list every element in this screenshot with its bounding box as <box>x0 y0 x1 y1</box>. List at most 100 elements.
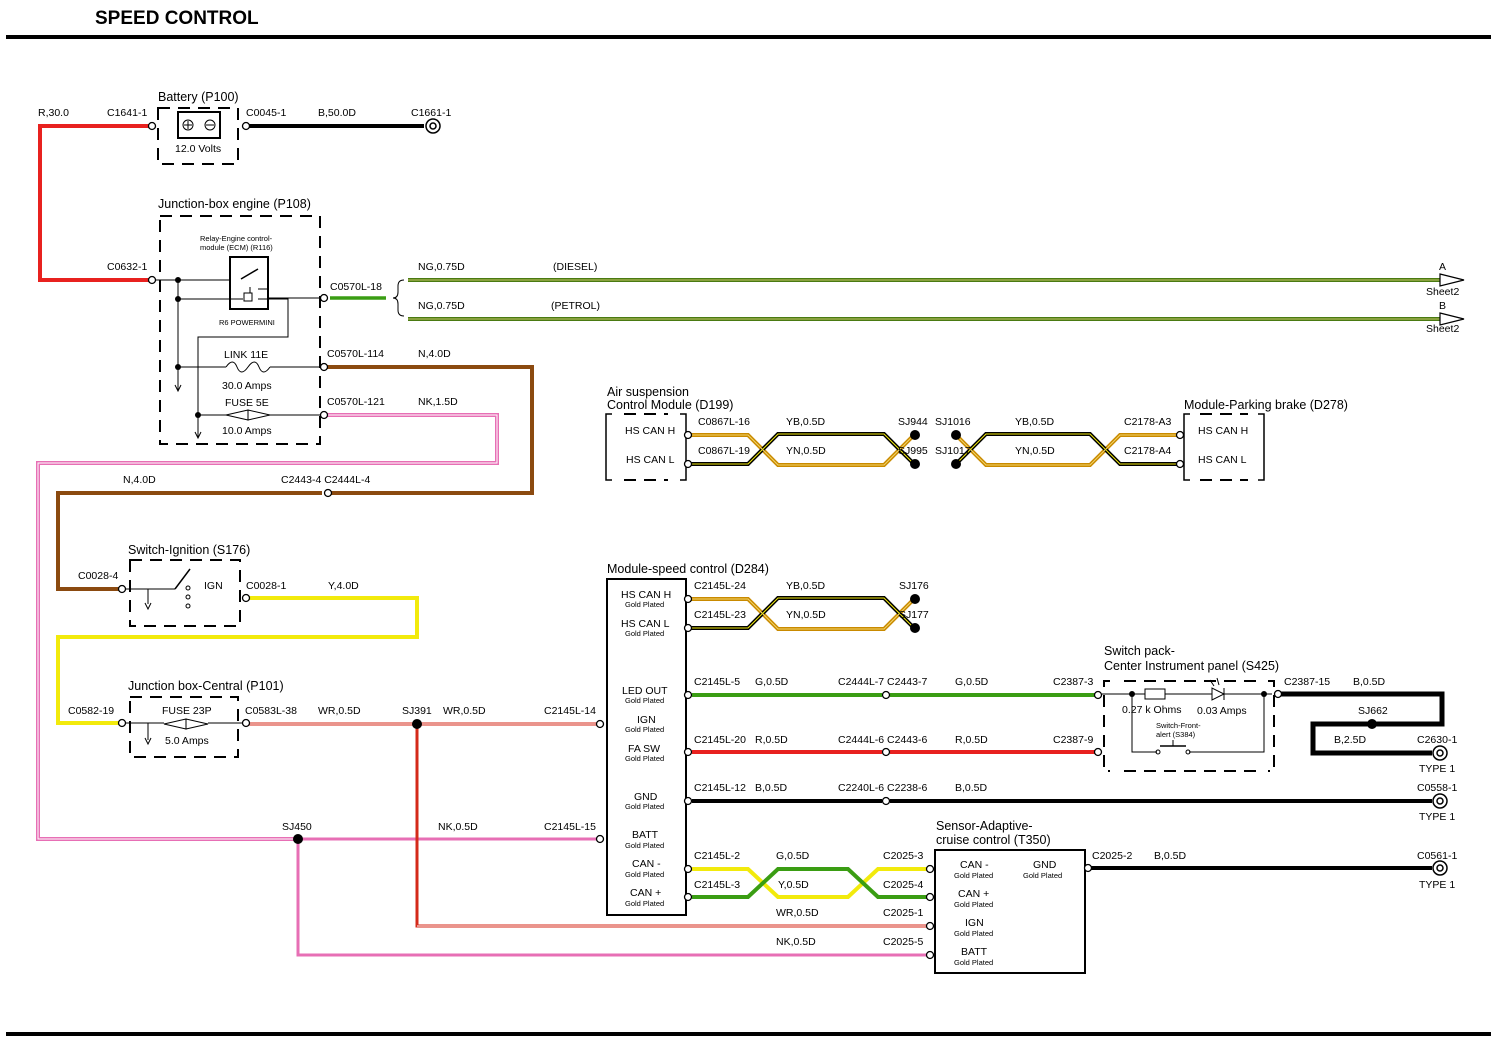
label-c0558: C0558-1 <box>1417 782 1457 794</box>
label-b50: B,50.0D <box>318 107 356 119</box>
sc-pin-fasw: FA SW <box>628 743 660 755</box>
wire-yn-a-core <box>690 433 915 465</box>
label-g05c: G,0.5D <box>776 850 810 862</box>
brace <box>392 279 405 317</box>
label-g05a: G,0.5D <box>755 676 789 688</box>
label-c2443-4: C2443-4 C2444L-4 <box>281 474 370 486</box>
label-c2387-9: C2387-9 <box>1053 734 1093 746</box>
label-c0582: C0582-19 <box>68 705 114 717</box>
sc-pin-batt: BATT <box>632 829 659 841</box>
footer-rule <box>6 1032 1491 1036</box>
wire-labels: R,30.0 C1641-1 C0045-1 B,50.0D C1661-1 C… <box>38 107 1459 948</box>
resistor-icon <box>1144 688 1166 700</box>
wire-yb-c-core <box>690 598 915 630</box>
wire-y40 <box>56 596 419 725</box>
jbc-fuse: FUSE 23P <box>162 705 212 717</box>
junction-box-engine: Junction-box engine (P108) Relay-Engine … <box>154 197 325 445</box>
air-suspension-title2: Control Module (D199) <box>607 398 733 412</box>
label-c2025-2: C2025-2 <box>1092 850 1132 862</box>
sheet-arrows <box>1439 273 1465 326</box>
label-sj944: SJ944 <box>898 416 928 428</box>
switch-pack-resistor: 0.27 k Ohms <box>1122 704 1182 716</box>
sc-pin-canminus: CAN - <box>632 858 661 870</box>
jbc-fuse-rating: 5.0 Amps <box>165 735 209 747</box>
sc-gold: Gold Plated <box>625 899 664 908</box>
sc-gold: Gold Plated <box>625 841 664 850</box>
parking-brake-pin-hscanl: HS CAN L <box>1198 454 1247 466</box>
label-b05b: B,0.5D <box>755 782 788 794</box>
wires <box>36 124 1450 957</box>
label-c2387-3: C2387-3 <box>1053 676 1093 688</box>
air-suspension-title1: Air suspension <box>607 385 689 399</box>
wire-b05a <box>1276 691 1445 756</box>
wire-nk05-b <box>296 839 928 957</box>
label-c2025-4: C2025-4 <box>883 879 923 891</box>
label-b05a: B,0.5D <box>1353 676 1386 688</box>
label-sj1017: SJ1017 <box>935 445 971 457</box>
wire-nk15 <box>36 413 499 841</box>
speed-control-module: Module-speed control (D284) HS CAN H Gol… <box>606 562 769 916</box>
switch-pack-title2: Center Instrument panel (S425) <box>1104 659 1279 673</box>
label-c0570-114: C0570L-114 <box>327 348 384 360</box>
label-sj450: SJ450 <box>282 821 312 833</box>
label-c2145-20: C2145L-20 <box>694 734 746 746</box>
ignition-ign: IGN <box>204 580 223 592</box>
switch-ignition: Switch-Ignition (S176) IGN <box>124 543 250 627</box>
sc-gold: Gold Plated <box>625 870 664 879</box>
label-petrol: (PETROL) <box>551 300 600 312</box>
label-n40-b: N,4.0D <box>123 474 156 486</box>
speed-control-pins: HS CAN H Gold Plated HS CAN L Gold Plate… <box>621 589 671 908</box>
label-sj176: SJ176 <box>899 580 929 592</box>
switch-pack-lamp: 0.03 Amps <box>1197 705 1247 717</box>
switch-pack-title1: Switch pack- <box>1104 644 1175 658</box>
label-sj177: SJ177 <box>899 609 929 621</box>
label-y40: Y,4.0D <box>328 580 359 592</box>
label-yb-a: YB,0.5D <box>786 416 826 428</box>
link-11e-icon <box>225 361 271 373</box>
label-c0570-18: C0570L-18 <box>330 281 382 293</box>
junction-box-central: Junction box-Central (P101) FUSE 23P 5.0… <box>124 679 284 758</box>
label-n40: N,4.0D <box>418 348 451 360</box>
label-c2145-5: C2145L-5 <box>694 676 740 688</box>
label-c2025-5: C2025-5 <box>883 936 923 948</box>
label-c2444-6: C2444L-6 C2443-6 <box>838 734 927 746</box>
label-c2025-3: C2025-3 <box>883 850 923 862</box>
label-c0045: C0045-1 <box>246 107 286 119</box>
switch-pack: Switch pack- Center Instrument panel (S4… <box>1102 644 1279 772</box>
sc-pin-gnd: GND <box>634 791 658 803</box>
label-nk05-b: NK,0.5D <box>776 936 816 948</box>
sc-pin-hscanh: HS CAN H <box>621 589 671 601</box>
jbe-fuse: FUSE 5E <box>225 397 269 409</box>
label-c0867-19: C0867L-19 <box>698 445 750 457</box>
jbe-link: LINK 11E <box>224 349 268 361</box>
ground-arrow-icon <box>174 384 182 393</box>
label-c2178-a4: C2178-A4 <box>1124 445 1171 457</box>
label-c0570-121: C0570L-121 <box>327 396 385 408</box>
label-nk15: NK,1.5D <box>418 396 458 408</box>
speed-control-title: Module-speed control (D284) <box>607 562 769 576</box>
label-r30: R,30.0 <box>38 107 69 119</box>
air-suspension-pin-hscanl: HS CAN L <box>626 454 675 466</box>
label-c2387-15: C2387-15 <box>1284 676 1330 688</box>
parking-brake-pin-hscanh: HS CAN H <box>1198 425 1248 437</box>
label-type1-c: TYPE 1 <box>1419 879 1455 891</box>
label-c2145-14: C2145L-14 <box>544 705 596 717</box>
label-c1641: C1641-1 <box>107 107 147 119</box>
label-yb-c: YB,0.5D <box>786 580 826 592</box>
ground-arrow-icon <box>144 602 152 611</box>
fuse-23p-icon <box>163 718 209 730</box>
jbe-relay-line2: module (ECM) (R116) <box>200 243 273 252</box>
sc-pin-ign: IGN <box>637 714 656 726</box>
label-sheet-b: B <box>1439 300 1446 312</box>
wire-y05 <box>692 867 928 899</box>
label-c2145-24: C2145L-24 <box>694 580 746 592</box>
sensor-pin-gnd: GND <box>1033 859 1057 871</box>
sc-pin-canplus: CAN + <box>630 887 661 899</box>
label-y05: Y,0.5D <box>778 879 809 891</box>
wire-n40 <box>322 365 534 495</box>
label-c0028-4: C0028-4 <box>78 570 118 582</box>
label-diesel: (DIESEL) <box>553 261 597 273</box>
sc-gold: Gold Plated <box>625 754 664 763</box>
battery-rating: 12.0 Volts <box>175 143 221 155</box>
sc-gold: Gold Plated <box>625 696 664 705</box>
